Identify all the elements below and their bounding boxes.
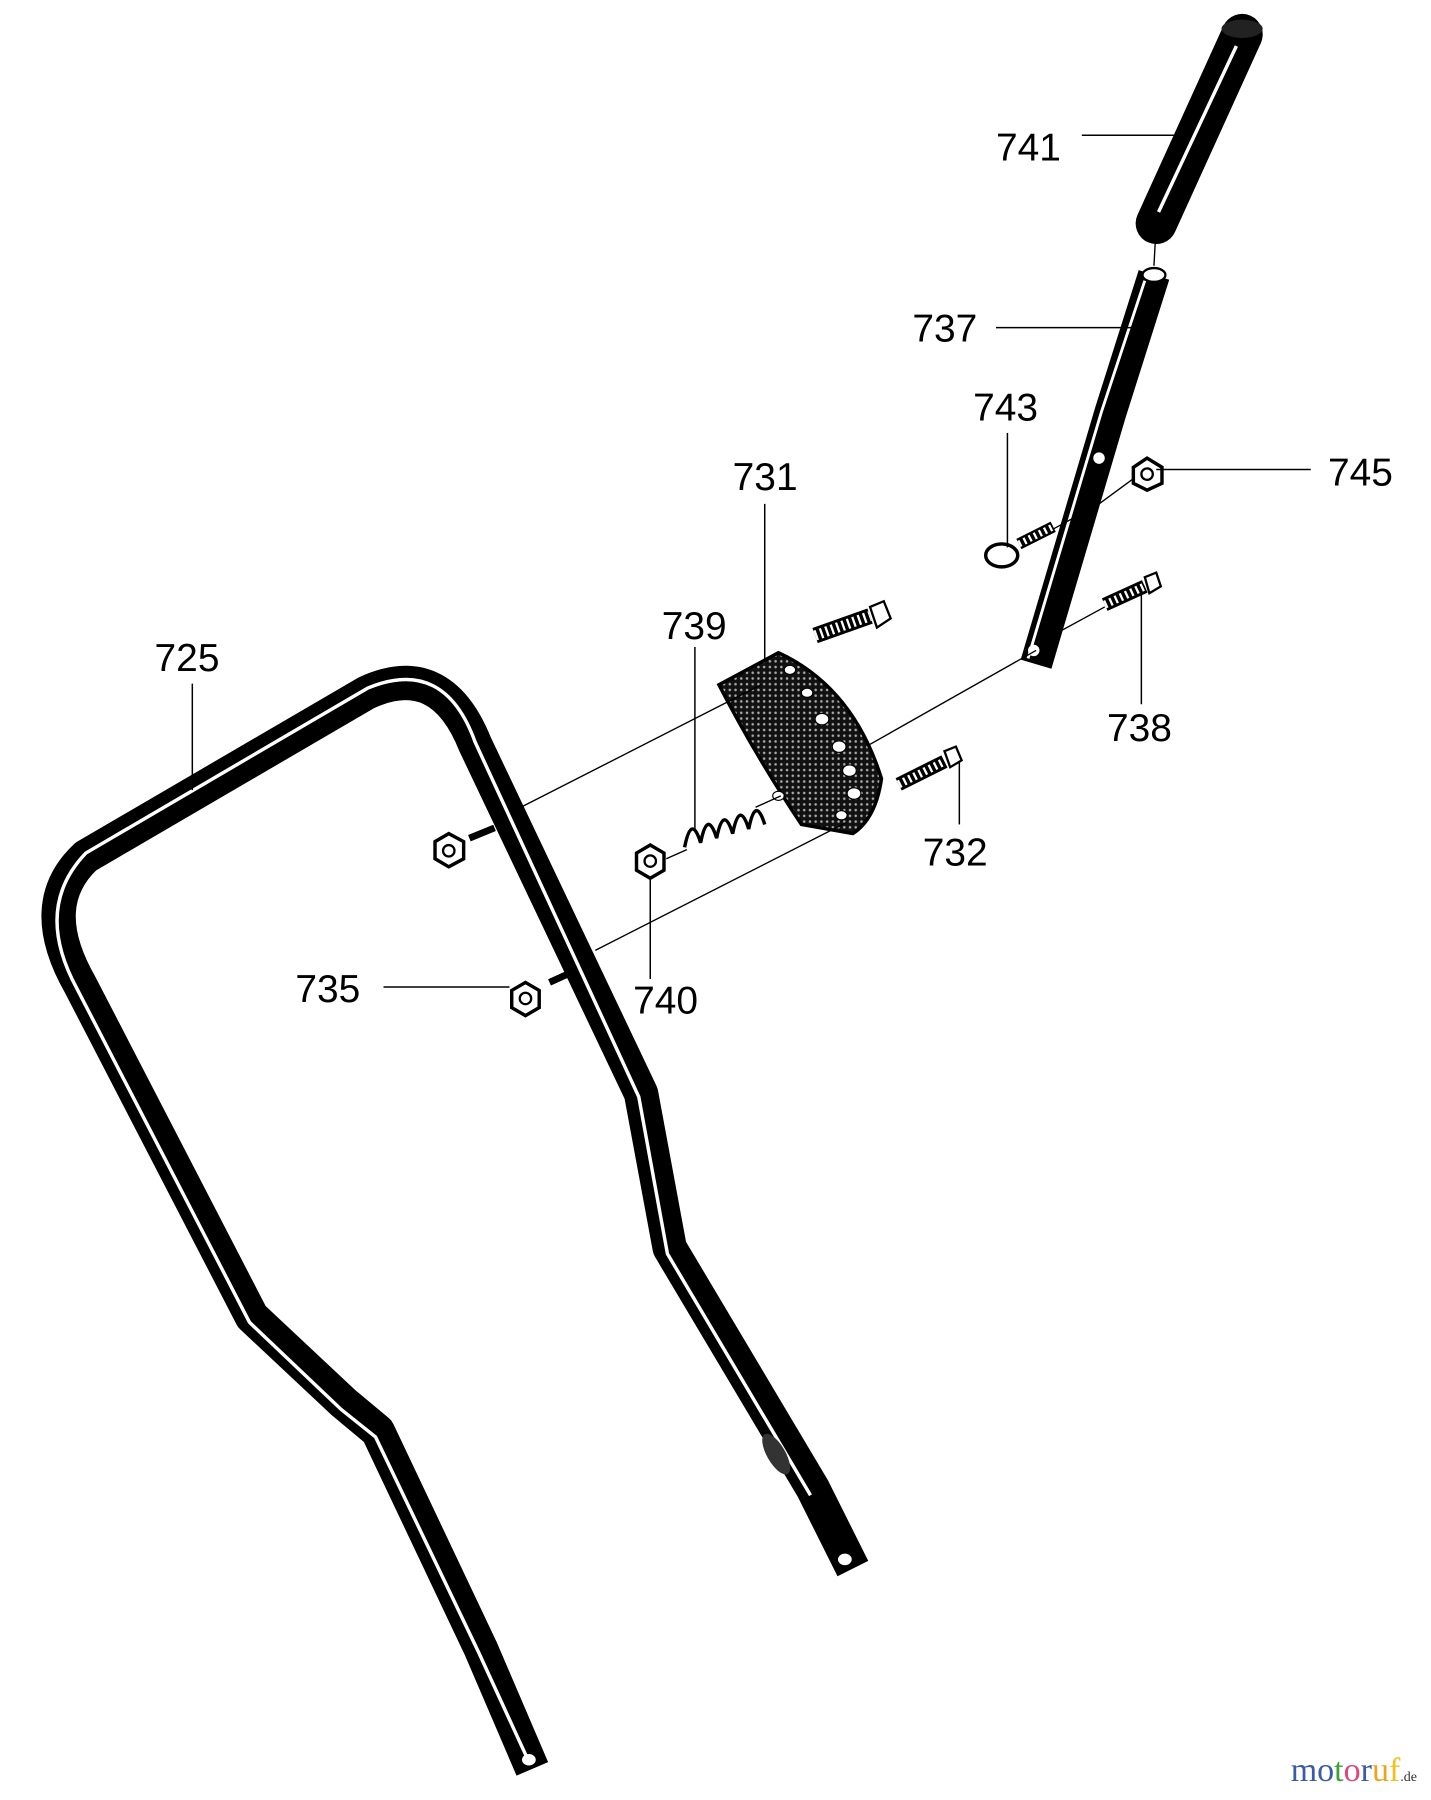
- bolt-732: [895, 745, 964, 791]
- label-741: 741: [996, 126, 1061, 169]
- part-labels: 741 737 743 745 731 739 738 725 732 740 …: [155, 126, 1393, 1022]
- assembly-lines: [520, 223, 1157, 951]
- label-739: 739: [662, 605, 727, 648]
- label-725: 725: [155, 637, 220, 680]
- bolt-upper: [812, 599, 893, 644]
- label-737: 737: [912, 307, 977, 350]
- bolt-743: [983, 521, 1056, 569]
- nut-745: [1131, 456, 1164, 493]
- adjustment-plate-731: [716, 650, 884, 836]
- label-738: 738: [1107, 707, 1172, 750]
- spring-739: [682, 808, 767, 848]
- label-731: 731: [733, 456, 798, 499]
- bolt-738: [1101, 571, 1163, 611]
- label-745: 745: [1328, 452, 1393, 495]
- label-743: 743: [973, 386, 1038, 429]
- label-735: 735: [295, 968, 360, 1011]
- grip-741: [1135, 13, 1263, 245]
- nut-740: [634, 843, 666, 881]
- label-732: 732: [923, 832, 988, 875]
- upper-tube-737: [1020, 266, 1170, 669]
- handle-bar-725: [41, 665, 869, 1776]
- nut-735: [510, 980, 541, 1018]
- label-740: 740: [633, 979, 698, 1022]
- nut-left: [433, 831, 466, 869]
- watermark-logo: motoruf.de: [1290, 1752, 1417, 1789]
- leader-lines: [191, 134, 1311, 988]
